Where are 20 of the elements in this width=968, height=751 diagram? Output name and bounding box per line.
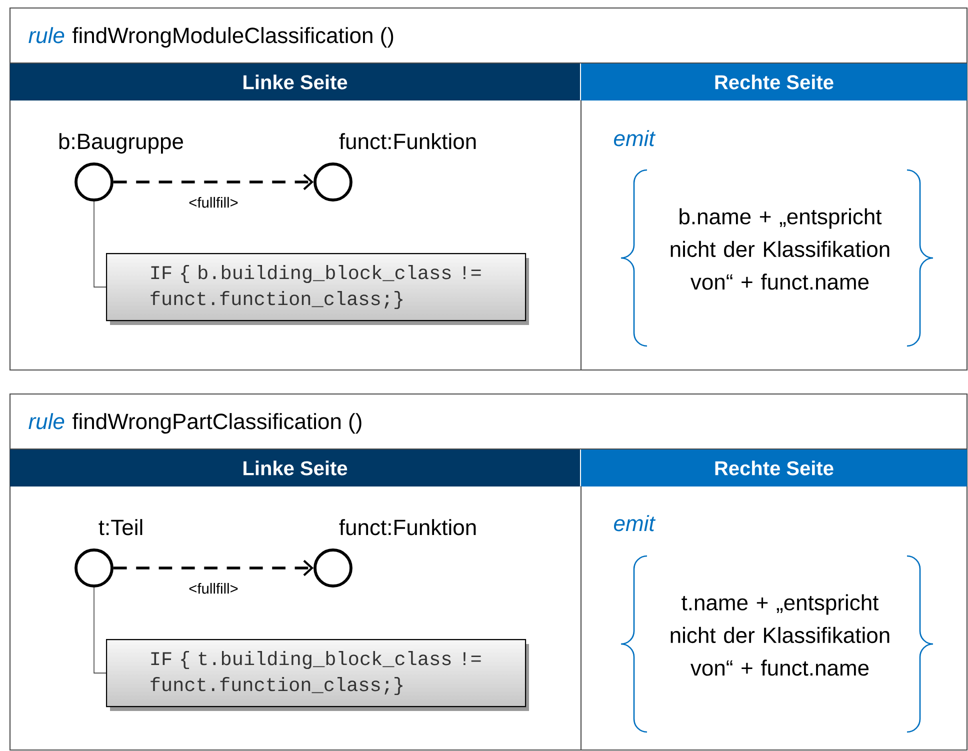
condition-box: IF { t.building_block_class != funct.function_class;} <box>106 639 529 711</box>
dashed-arrow <box>113 560 314 576</box>
node-label: funct:Funktion <box>339 133 476 150</box>
dashed-arrow <box>113 174 314 190</box>
braced-expression: b.name + „entspricht nicht der Klassifikation von“ + funct.name <box>620 169 934 347</box>
keyword-label: emit <box>614 130 656 146</box>
edge-label: <fullfill> <box>189 196 238 208</box>
edge-label: <fullfill> <box>189 582 238 594</box>
node-label: funct:Funktion <box>339 519 476 536</box>
keyword-label: emit <box>614 515 656 532</box>
node-label: t:Teil <box>98 519 142 536</box>
connector-line <box>94 201 106 288</box>
column-header: Rechte Seite <box>581 450 967 486</box>
column-header: Linke Seite <box>10 450 580 486</box>
braced-expression: t.name + „entspricht nicht der Klassifikation von“ + funct.name <box>620 555 934 733</box>
condition-box: IF { b.building_block_class != funct.function_class;} <box>106 253 529 325</box>
connector-line <box>94 587 106 674</box>
node-label: b:Baugruppe <box>59 133 183 154</box>
column-header: Linke Seite <box>10 64 580 100</box>
column-header: Rechte Seite <box>581 64 967 100</box>
